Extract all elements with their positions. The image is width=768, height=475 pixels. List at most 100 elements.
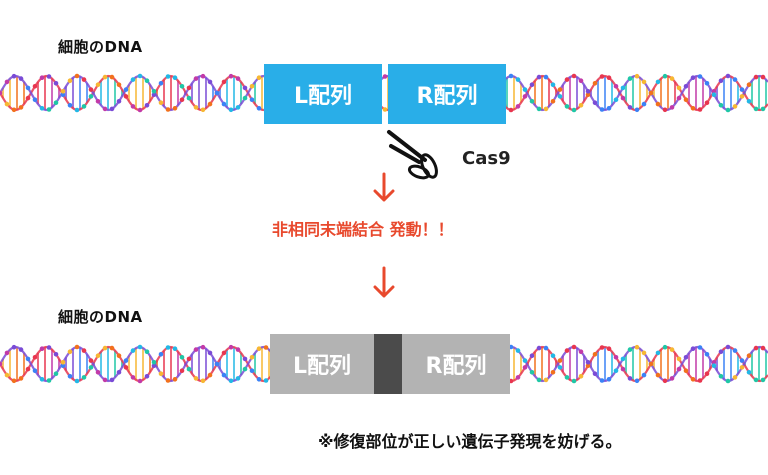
dna-bead (179, 368, 185, 373)
dna-bead (683, 84, 689, 89)
dna-bead (683, 355, 689, 360)
dna-bead (655, 372, 661, 378)
dna-bead (11, 107, 17, 113)
dna-bead (613, 355, 619, 360)
dna-bead (4, 372, 10, 378)
dna-bead (151, 363, 157, 368)
dna-bead (634, 378, 640, 384)
dna-bead (74, 73, 80, 79)
dna-bead (130, 375, 136, 380)
bottom-dna-label: 細胞のDNA (58, 308, 143, 326)
dna-bead (235, 347, 241, 352)
dna-bead (543, 345, 549, 351)
dna-bead (606, 377, 612, 382)
dna-bead (235, 76, 241, 81)
dna-bead (760, 345, 766, 351)
dna-bead (599, 345, 605, 350)
dna-bead (515, 375, 521, 380)
dna-bead (123, 94, 129, 99)
dna-bead (193, 105, 199, 110)
dna-bead (704, 352, 710, 357)
dna-bead (522, 358, 528, 363)
dna-bead (18, 376, 24, 381)
dna-bead (557, 87, 563, 92)
dna-bead (557, 365, 563, 370)
dna-bead (592, 81, 598, 86)
dna-bead (74, 344, 80, 350)
dna-bead (137, 378, 143, 384)
dna-bead (634, 73, 640, 79)
top-dna-helix-icon (0, 73, 768, 113)
dna-bead (11, 344, 17, 350)
dna-bead (228, 344, 234, 350)
dna-bead (11, 73, 17, 79)
dna-bead (557, 358, 563, 363)
dna-bead (704, 81, 710, 86)
dna-bead (60, 363, 66, 368)
dna-bead (60, 89, 66, 94)
dna-bead (564, 104, 570, 109)
dna-bead (193, 76, 199, 81)
dna-bead (725, 378, 731, 384)
dna-bead (200, 73, 206, 79)
dna-bead (536, 377, 542, 383)
dna-bead (753, 345, 759, 351)
dna-bead (515, 104, 521, 109)
bottom-right-sequence: R配列 (402, 334, 510, 394)
dna-bead (179, 97, 185, 102)
dna-bead (109, 74, 115, 80)
dna-bead (95, 370, 101, 375)
dna-bead (18, 76, 24, 81)
dna-bead (207, 372, 213, 378)
dna-bead (214, 361, 220, 367)
dna-bead (529, 82, 535, 87)
dna-bead (25, 95, 31, 101)
dna-bead (508, 107, 514, 113)
dna-bead (662, 344, 668, 350)
dna-bead (235, 105, 241, 110)
dna-bead (550, 353, 556, 358)
dna-bead (711, 92, 717, 97)
dna-bead (648, 361, 654, 367)
dna-bead (697, 345, 703, 350)
dna-bead (165, 378, 171, 383)
dna-bead (249, 368, 255, 373)
dna-bead (221, 372, 227, 378)
dna-bead (4, 350, 10, 356)
dna-bead (585, 360, 591, 365)
dna-bead (102, 74, 108, 80)
dna-bead (249, 84, 255, 89)
dna-bead (627, 105, 633, 110)
dna-bead (529, 99, 535, 104)
dna-bead (536, 74, 542, 80)
dna-bead (662, 73, 668, 79)
dna-bead (102, 377, 108, 383)
dna-bead (158, 100, 164, 105)
dna-bead (25, 85, 31, 91)
dna-bead (599, 74, 605, 79)
dna-bead (732, 77, 738, 82)
dna-bead (172, 106, 178, 111)
dna-bead (760, 106, 766, 112)
dna-bead (704, 100, 710, 105)
dna-bead (144, 78, 150, 83)
dna-bead (256, 377, 262, 382)
dna-bead (529, 370, 535, 375)
dna-bead (116, 82, 122, 87)
dna-bead (753, 74, 759, 80)
dna-bead (529, 353, 535, 358)
dna-bead (522, 94, 528, 99)
dna-bead (221, 350, 227, 356)
dna-bead (564, 77, 570, 82)
dna-bead (634, 107, 640, 113)
dna-bead (32, 97, 38, 102)
dna-bead (711, 89, 717, 94)
dna-bead (95, 99, 101, 104)
dna-bead (130, 104, 136, 109)
dna-bead (522, 365, 528, 370)
dna-bead (655, 101, 661, 107)
dna-bead (200, 378, 206, 384)
dna-bead (676, 356, 682, 362)
dna-bead (172, 377, 178, 382)
nhej-label: 非相同末端結合 発動！！ (272, 220, 454, 239)
